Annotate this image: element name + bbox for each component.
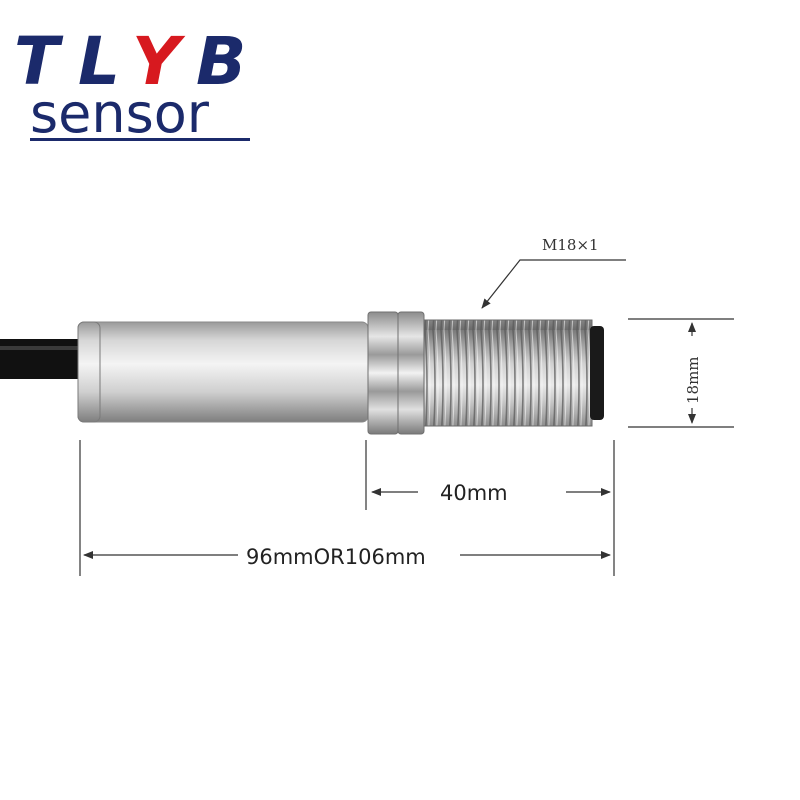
body-end-cap xyxy=(77,321,101,423)
logo-underline xyxy=(30,138,250,141)
thread-leader-line xyxy=(481,259,626,309)
logo-letter-y: Y xyxy=(132,23,186,100)
hex-nut-left xyxy=(367,311,399,435)
cable xyxy=(0,339,82,379)
logo-letter-t: T xyxy=(14,23,64,100)
brand-logo: T L Y B sensor xyxy=(14,23,250,145)
thread-spec-label: M18×1 xyxy=(542,236,599,254)
dimensions xyxy=(79,259,734,576)
total-length-label: 96mmOR106mm xyxy=(246,545,426,569)
logo-letter-l: L xyxy=(78,23,120,100)
logo-word-sensor: sensor xyxy=(30,82,210,145)
diameter-label: 18mm xyxy=(684,356,702,404)
sensor-tip xyxy=(590,326,604,420)
sensor-body xyxy=(77,321,369,423)
logo-letter-b: B xyxy=(196,23,246,100)
hex-nut-right xyxy=(397,311,425,435)
threaded-barrel xyxy=(423,319,593,427)
sensor-illustration xyxy=(0,311,604,435)
thread-length-label: 40mm xyxy=(440,481,508,505)
cable-highlight xyxy=(0,346,82,350)
